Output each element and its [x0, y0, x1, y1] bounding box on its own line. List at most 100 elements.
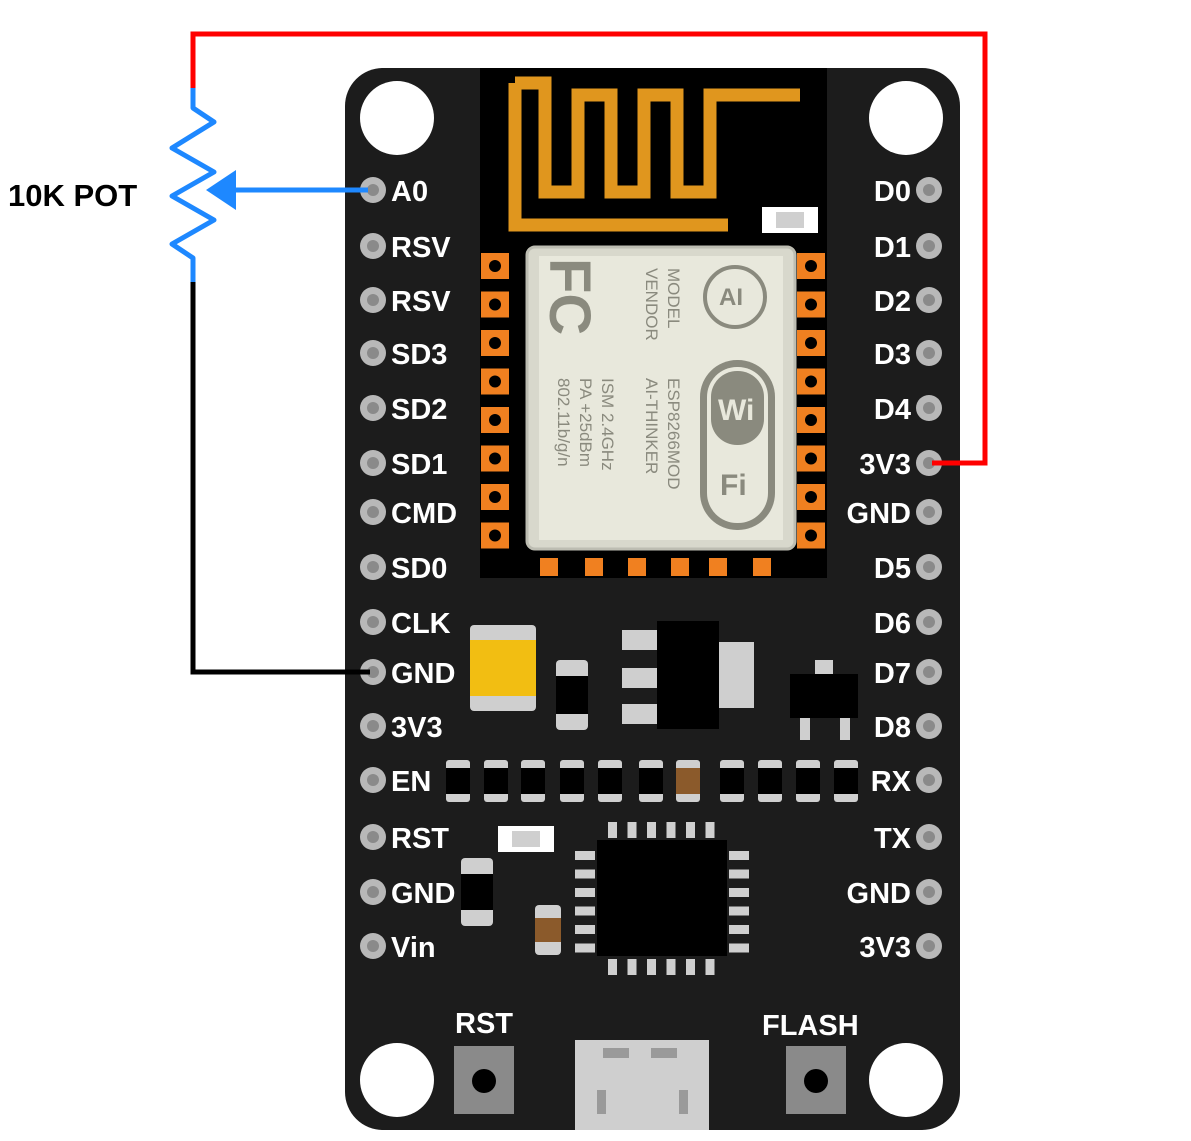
svg-text:AI: AI [719, 284, 743, 311]
module-pad [797, 445, 825, 472]
pin-pad [916, 767, 942, 793]
pin-pad [916, 450, 942, 476]
left-pin-label: SD3 [391, 339, 447, 371]
module-pads [481, 253, 825, 549]
svg-text:Wi: Wi [718, 394, 754, 427]
svg-text:Fi: Fi [720, 469, 747, 502]
left-pin-pads [360, 177, 386, 959]
module-pad [481, 330, 509, 356]
smd-resistor [758, 760, 782, 802]
smd-capacitor [556, 660, 588, 730]
right-pin-label: GND [847, 878, 911, 910]
mounting-hole-icon [869, 1043, 943, 1117]
module-pad [481, 484, 509, 510]
flash-button-label: FLASH [762, 1010, 859, 1042]
wiper-arrow-icon [206, 170, 236, 210]
ceramic-capacitor [535, 905, 561, 955]
pin-pad [360, 609, 386, 635]
pin-pad [360, 177, 386, 203]
left-pin-label: Vin [391, 932, 436, 964]
potentiometer-label: 10K POT [8, 178, 137, 213]
smd-resistor [560, 760, 584, 802]
standard-text: 802.11b/g/n [554, 378, 573, 467]
right-pin-label: D7 [874, 658, 911, 690]
right-pin-label: 3V3 [859, 449, 911, 481]
pin-pad [360, 287, 386, 313]
left-pin-label: A0 [391, 176, 428, 208]
mounting-hole-icon [869, 81, 943, 155]
right-pin-label: D0 [874, 176, 911, 208]
module-pad [481, 407, 509, 433]
smd-resistor [446, 760, 470, 802]
flash-button[interactable] [786, 1046, 846, 1114]
left-pin-label: SD1 [391, 449, 447, 481]
pin-pad [916, 233, 942, 259]
right-pin-label: GND [847, 498, 911, 530]
smd-resistor [720, 760, 744, 802]
right-pin-label: D1 [874, 232, 911, 264]
right-pin-label: D3 [874, 339, 911, 371]
pin-pad [360, 824, 386, 850]
antenna-trace [508, 76, 800, 232]
module-pad [797, 522, 825, 549]
module-pad [481, 253, 509, 279]
left-pin-label: RST [391, 823, 449, 855]
pin-pad [360, 233, 386, 259]
mounting-holes [360, 81, 943, 1117]
left-pin-label: GND [391, 878, 455, 910]
vendor-value: AI-THINKER [642, 378, 661, 474]
tantalum-capacitor [470, 625, 536, 711]
pin-pad [360, 395, 386, 421]
mounting-hole-icon [360, 81, 434, 155]
pin-pad [360, 499, 386, 525]
module-pad [797, 484, 825, 510]
right-pin-label: 3V3 [859, 932, 911, 964]
pin-pad [916, 177, 942, 203]
module-pad [797, 253, 825, 279]
reset-button[interactable] [454, 1046, 514, 1114]
model-value: ESP8266MOD [664, 378, 683, 490]
right-pin-label: D8 [874, 712, 911, 744]
vendor-label: VENDOR [642, 268, 661, 341]
ism-text: ISM 2.4GHz [598, 378, 617, 471]
module-pad [481, 522, 509, 549]
left-pin-label: CLK [391, 608, 451, 640]
button-knob-icon [804, 1069, 828, 1093]
right-pin-pads [916, 177, 942, 959]
pin-pad [916, 554, 942, 580]
right-pin-label: D5 [874, 553, 911, 585]
pin-pad [360, 879, 386, 905]
module-pad [481, 368, 509, 395]
smd-resistor [598, 760, 622, 802]
micro-usb-connector[interactable] [575, 1040, 709, 1130]
usb-uart-chip [575, 822, 749, 975]
smd-resistor [639, 760, 663, 802]
gnd-wire [190, 282, 370, 675]
module-pad [481, 291, 509, 318]
wifi-logo: Wi Fi [700, 360, 775, 530]
pin-pad [916, 933, 942, 959]
pin-pad [916, 499, 942, 525]
module-pad [797, 407, 825, 433]
left-pin-labels: A0RSVRSVSD3SD2SD1CMDSD0CLKGND3V3ENRSTGND… [391, 176, 457, 964]
right-pin-label: D2 [874, 286, 911, 318]
right-pin-label: RX [871, 766, 912, 798]
left-pin-label: EN [391, 766, 431, 798]
reset-button-label: RST [455, 1008, 513, 1040]
ai-thinker-logo: AI [703, 265, 767, 329]
module-pad [797, 330, 825, 356]
module-pad [481, 445, 509, 472]
left-pin-label: RSV [391, 286, 451, 318]
pin-pad [360, 767, 386, 793]
vcc-wire [190, 31, 988, 466]
right-pin-label: D4 [874, 394, 911, 426]
left-pin-label: SD2 [391, 394, 447, 426]
pin-pad [916, 879, 942, 905]
fc-logo: FC [537, 258, 602, 335]
pin-pad [360, 340, 386, 366]
left-pin-label: RSV [391, 232, 451, 264]
resistor-row [446, 760, 858, 802]
smd-resistor [796, 760, 820, 802]
